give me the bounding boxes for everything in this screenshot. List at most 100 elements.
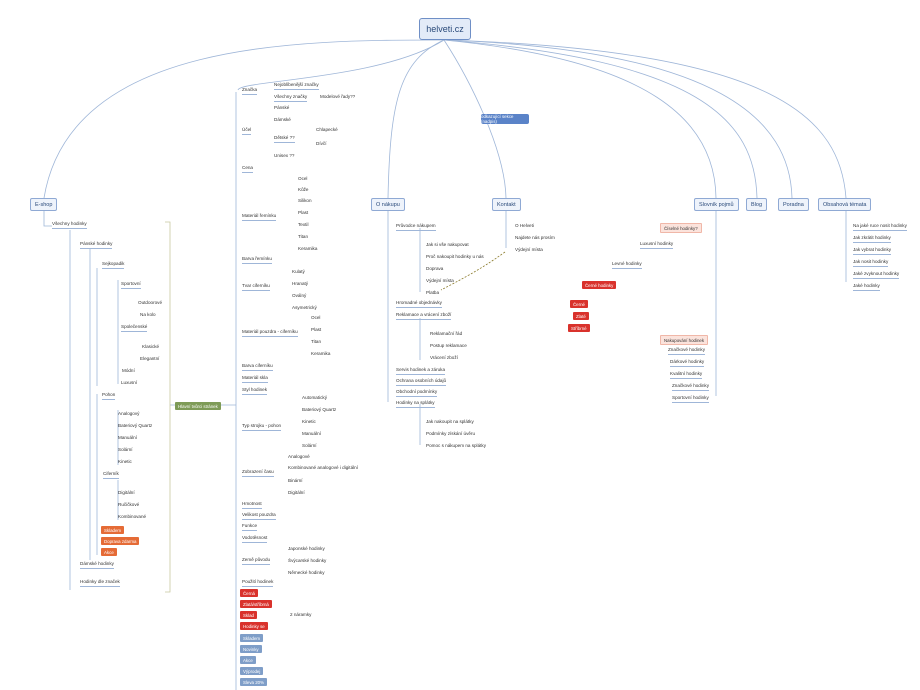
node-o3[interactable]: Jak vybrat hodinky [853, 247, 892, 255]
node-s2[interactable]: Podmínky získání úvěru [426, 431, 476, 436]
node-solarni[interactable]: Solární [118, 447, 133, 452]
node-l4[interactable]: Značkové hodinky [672, 383, 710, 391]
tag-s1[interactable]: Černé [570, 300, 588, 308]
node-elegantni[interactable]: Elegantní [140, 356, 160, 361]
node-p3[interactable]: Titan [311, 339, 322, 344]
node-kombinovane[interactable]: Kombinované [118, 514, 147, 519]
node-analog[interactable]: Analogový [118, 411, 140, 416]
tag-s2[interactable]: Zlaté [573, 312, 589, 320]
topic-o-nakupu[interactable]: O nákupu [371, 198, 405, 211]
node-panske[interactable]: Pánské hodinky [80, 241, 113, 249]
node-o-nas[interactable]: O Helveti [515, 223, 534, 228]
node-z2[interactable]: Kombinované analogové i digitální [288, 465, 358, 470]
node-sejkopadik[interactable]: Sejkopadik [102, 261, 125, 269]
node-t2[interactable]: Hranatý [292, 281, 309, 286]
node-p2[interactable]: Plast [311, 327, 322, 332]
node-m7[interactable]: Keramika [298, 246, 318, 251]
node-luxusni-s[interactable]: Luxusní hodinky [640, 241, 674, 249]
node-chlap[interactable]: Chlapecké [316, 127, 338, 132]
node-hromad[interactable]: Hromadné objednávky [396, 300, 442, 308]
topic-slovnik[interactable]: Slovník pojmů [694, 198, 739, 211]
tag-center[interactable]: Hlavní tvůrci stránek [175, 402, 221, 410]
node-rk3[interactable]: Vrácení zboží [430, 355, 458, 360]
node-l5[interactable]: Sportovní hodinky [672, 395, 709, 403]
node-zm1[interactable]: Japonské hodinky [288, 546, 325, 551]
node-m6[interactable]: Titan [298, 234, 309, 239]
node-cerne[interactable]: Černé hodinky [582, 281, 617, 289]
node-ucel[interactable]: Účel [242, 127, 252, 135]
node-cena[interactable]: Cena [242, 165, 253, 173]
tag-r2[interactable]: Zlatá/stříbrná [240, 600, 272, 608]
node-zeme[interactable]: Země původu [242, 557, 271, 565]
node-ucel-d[interactable]: Unisex ?? [274, 153, 295, 158]
node-pohon[interactable]: Pohon [102, 392, 116, 400]
node-tvar[interactable]: Tvar ciferníku [242, 283, 270, 291]
topic-eshop[interactable]: E-shop [30, 198, 58, 211]
node-velikost[interactable]: Velikost pouzdra [242, 512, 276, 520]
node-rucickove[interactable]: Ručičkové [118, 502, 140, 507]
node-reklamace[interactable]: Reklamace a vrácení zboží [396, 312, 452, 320]
node-m4[interactable]: Plast [298, 210, 309, 215]
node-m5[interactable]: Textil [298, 222, 309, 227]
topic-kontakt[interactable]: Kontakt [492, 198, 521, 211]
node-o4[interactable]: Jak nosit hodinky [853, 259, 889, 267]
topic-obsahova[interactable]: Obsahová témata [818, 198, 872, 211]
node-funkce[interactable]: Funkce [242, 523, 258, 531]
node-l1[interactable]: Značkové hodinky [668, 347, 706, 355]
node-vsechny[interactable]: Všechny hodinky [52, 221, 87, 229]
node-y4[interactable]: Manuální [302, 431, 321, 436]
node-p4[interactable]: Keramika [311, 351, 331, 356]
node-l2[interactable]: Dárkové hodinky [670, 359, 705, 367]
node-styl[interactable]: Styl hodinek [242, 387, 268, 395]
node-ochrana[interactable]: Ochrana osobních údajů [396, 378, 447, 386]
node-z1[interactable]: Analogové [288, 454, 310, 459]
node-divci[interactable]: Dívčí [316, 141, 327, 146]
node-splatky[interactable]: Hodinky na splátky [396, 400, 435, 408]
node-pouziti[interactable]: Použití hodinek [242, 579, 274, 587]
node-barva[interactable]: Barva řemínku [242, 256, 272, 264]
node-y2[interactable]: Bateriový Quartz [302, 407, 337, 412]
node-vydejni[interactable]: Výdejní místa [515, 247, 543, 252]
node-typ[interactable]: Typ strojku - pohon [242, 423, 282, 431]
node-l3[interactable]: Kvalitní hodinky [670, 371, 703, 379]
node-y3[interactable]: Kinetic [302, 419, 316, 424]
node-znacka[interactable]: Značka [242, 87, 258, 95]
callout-node[interactable]: odkazující sekce (nadpis) [481, 114, 529, 124]
node-zm3[interactable]: Německé hodinky [288, 570, 325, 575]
node-m3[interactable]: Silikon [298, 198, 312, 203]
node-hmotnost[interactable]: Hmotnost [242, 501, 262, 509]
tag-r3[interactable]: Sklad [240, 611, 257, 619]
tag-b4[interactable]: Výprodej [240, 667, 264, 675]
node-levne[interactable]: Levné hodinky [612, 261, 642, 269]
node-obchodni[interactable]: Obchodní podmínky [396, 389, 438, 397]
node-digitalni[interactable]: Digitální [118, 490, 135, 495]
node-damske[interactable]: Dámské hodinky [80, 561, 114, 569]
node-m1[interactable]: Ocel [298, 176, 308, 181]
tag-s3[interactable]: Stříbrné [568, 324, 590, 332]
node-z4[interactable]: Digitální [288, 490, 305, 495]
node-modni[interactable]: Módní [122, 368, 135, 373]
node-najdete[interactable]: Najdete nás prosím [515, 235, 555, 240]
node-p1[interactable]: Ocel [311, 315, 321, 320]
tag-r4[interactable]: Hodinky se [240, 622, 268, 630]
node-ucel-a[interactable]: Pánské [274, 105, 290, 110]
node-luxusni[interactable]: Luxusní [121, 380, 138, 385]
node-bateriove[interactable]: Bateriový Quartz [118, 423, 153, 428]
node-t1[interactable]: Kulatý [292, 269, 305, 274]
node-vodotesnost[interactable]: Vodotěsnost [242, 535, 268, 543]
node-r4b[interactable]: 2 náramky [290, 612, 312, 617]
node-nakupovani[interactable]: Nakupování hodinek [660, 335, 709, 345]
node-t3[interactable]: Oválný [292, 293, 307, 298]
topic-poradna[interactable]: Poradna [778, 198, 809, 211]
node-o1[interactable]: Na jaké ruce nosit hodinky [853, 223, 907, 231]
node-zobrazeni[interactable]: Zobrazení času [242, 469, 274, 477]
tag-b3[interactable]: Akce [240, 656, 256, 664]
node-a2[interactable]: Proč nakoupit hodinky u nás [426, 254, 484, 259]
node-mat-skla[interactable]: Materiál skla [242, 375, 268, 383]
node-manualni[interactable]: Manuální [118, 435, 137, 440]
node-z3[interactable]: Binární [288, 478, 303, 483]
node-spolecenske[interactable]: Společenské [121, 324, 148, 332]
node-na-kolo[interactable]: Na kolo [140, 312, 156, 317]
root-node[interactable]: helveti.cz [419, 18, 471, 40]
node-t4[interactable]: Asymetrický [292, 305, 317, 310]
